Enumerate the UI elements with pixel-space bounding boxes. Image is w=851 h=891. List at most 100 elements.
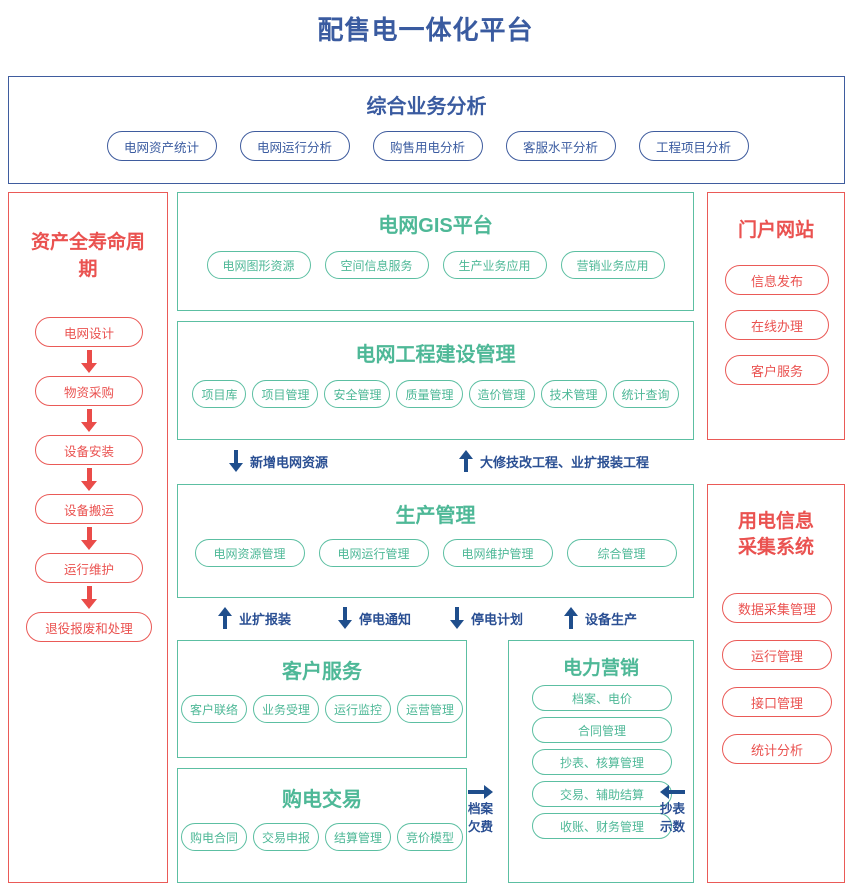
pill-statistical-analysis[interactable]: 统计分析	[722, 734, 832, 764]
pill-marketing-business-application[interactable]: 营销业务应用	[560, 251, 665, 279]
section-grid-gis-platform: 电网GIS平台 电网图形资源 空间信息服务 生产业务应用 营销业务应用	[177, 192, 694, 311]
pill-grid-resource-management[interactable]: 电网资源管理	[194, 539, 305, 567]
step-equipment-transport[interactable]: 设备搬运	[35, 494, 143, 524]
arrow-right-icon	[468, 785, 493, 799]
pill-grid-operation-management[interactable]: 电网运行管理	[318, 539, 429, 567]
arrow-left-icon	[660, 785, 685, 799]
section-title-power-marketing: 电力营销	[562, 658, 639, 679]
flow-archive-arrears: 档案 欠费	[468, 785, 493, 835]
portal-items: 信息发布 在线办理 客户服务	[708, 265, 846, 385]
marketing-items: 档案、电价 合同管理 抄表、核算管理 交易、辅助结算 收账、财务管理	[509, 685, 695, 839]
flow-equipment-production: 设备生产	[564, 607, 637, 629]
flow-label-business-expansion: 业扩报装	[239, 611, 292, 627]
section-customer-service: 客户服务 客户联络 业务受理 运行监控 运营管理	[177, 640, 467, 758]
pill-quality-management[interactable]: 质量管理	[396, 380, 463, 408]
pill-receivables-financial-management[interactable]: 收账、财务管理	[532, 813, 672, 839]
collection-title-line-1: 用电信息	[737, 511, 814, 532]
flow-label-equipment-production: 设备生产	[585, 611, 638, 627]
pill-information-release[interactable]: 信息发布	[725, 265, 829, 295]
section-asset-lifecycle: 资产全寿命周期 电网设计 物资采购 设备安装 设备搬运 运行维护 退役报废和处理	[8, 192, 168, 883]
section-grid-engineering-construction: 电网工程建设管理 项目库 项目管理 安全管理 质量管理 造价管理 技术管理 统计…	[177, 321, 694, 440]
production-items: 电网资源管理 电网运行管理 电网维护管理 综合管理	[178, 539, 693, 567]
pill-business-acceptance[interactable]: 业务受理	[252, 695, 319, 723]
pill-safety-management[interactable]: 安全管理	[324, 380, 391, 408]
section-comprehensive-analysis: 综合业务分析 电网资产统计 电网运行分析 购售用电分析 客服水平分析 工程项目分…	[8, 76, 845, 184]
pill-meter-reading-accounting[interactable]: 抄表、核算管理	[532, 749, 672, 775]
pill-project-library[interactable]: 项目库	[192, 380, 247, 408]
pill-cost-management[interactable]: 造价管理	[468, 380, 535, 408]
pill-online-handling[interactable]: 在线办理	[725, 310, 829, 340]
section-power-marketing: 电力营销 档案、电价 合同管理 抄表、核算管理 交易、辅助结算 收账、财务管理	[508, 640, 694, 883]
pill-trade-auxiliary-settlement[interactable]: 交易、辅助结算	[532, 781, 672, 807]
flow-label-archive: 档案	[468, 802, 494, 816]
pill-operation-management[interactable]: 运行管理	[722, 640, 832, 670]
pill-data-collection-management[interactable]: 数据采集管理	[722, 593, 832, 623]
flow-new-grid-resource: 新增电网资源	[229, 450, 328, 472]
section-title-comprehensive-analysis: 综合业务分析	[366, 96, 487, 118]
section-title-asset-lifecycle: 资产全寿命周期	[30, 232, 145, 280]
step-material-procurement[interactable]: 物资采购	[35, 376, 143, 406]
pill-purchase-sale-analysis[interactable]: 购售用电分析	[372, 131, 483, 161]
collection-title-line-2: 采集系统	[737, 537, 814, 558]
pill-project-management[interactable]: 项目管理	[252, 380, 319, 408]
collection-items: 数据采集管理 运行管理 接口管理 统计分析	[708, 593, 846, 764]
step-operation-maintenance[interactable]: 运行维护	[35, 553, 143, 583]
pill-archive-electricity-price[interactable]: 档案、电价	[532, 685, 672, 711]
step-decommission-scrap-disposal[interactable]: 退役报废和处理	[26, 612, 152, 642]
flow-label-overhaul-project: 大修技改工程、业扩报装工程	[480, 454, 650, 470]
arrow-down-icon	[81, 350, 97, 373]
pill-bidding-model[interactable]: 竞价模型	[397, 823, 464, 851]
arrow-down-icon	[81, 468, 97, 491]
section-portal-website: 门户网站 信息发布 在线办理 客户服务	[707, 192, 845, 440]
flow-outage-plan: 停电计划	[450, 607, 523, 629]
pill-customer-service-level-analysis[interactable]: 客服水平分析	[505, 131, 616, 161]
pill-operation-management[interactable]: 运营管理	[397, 695, 464, 723]
pill-settlement-management[interactable]: 结算管理	[325, 823, 392, 851]
flow-label-meter-reading: 抄表	[660, 802, 686, 816]
section-title-power-consumption-collection: 用电信息 采集系统	[708, 509, 844, 561]
pill-statistical-query[interactable]: 统计查询	[612, 380, 679, 408]
pill-engineering-project-analysis[interactable]: 工程项目分析	[638, 131, 749, 161]
pill-trade-declaration[interactable]: 交易申报	[252, 823, 319, 851]
pill-grid-asset-statistics[interactable]: 电网资产统计	[106, 131, 217, 161]
pill-purchase-contract[interactable]: 购电合同	[180, 823, 247, 851]
pill-technical-management[interactable]: 技术管理	[540, 380, 607, 408]
pill-grid-maintenance-management[interactable]: 电网维护管理	[442, 539, 553, 567]
gis-items: 电网图形资源 空间信息服务 生产业务应用 营销业务应用	[178, 251, 693, 279]
arrow-up-icon	[564, 607, 578, 629]
step-equipment-installation[interactable]: 设备安装	[35, 435, 143, 465]
section-power-purchase-trading: 购电交易 购电合同 交易申报 结算管理 竞价模型	[177, 768, 467, 883]
section-title-customer-service: 客户服务	[282, 661, 362, 683]
pill-contract-management[interactable]: 合同管理	[532, 717, 672, 743]
pill-spatial-information-service[interactable]: 空间信息服务	[324, 251, 429, 279]
arrow-down-icon	[450, 607, 464, 629]
section-title-power-purchase-trading: 购电交易	[282, 789, 362, 811]
flow-business-expansion: 业扩报装	[218, 607, 291, 629]
page-title: 配售电一体化平台	[317, 15, 534, 45]
pill-customer-service[interactable]: 客户服务	[725, 355, 829, 385]
flow-overhaul-project: 大修技改工程、业扩报装工程	[459, 450, 649, 472]
pill-interface-management[interactable]: 接口管理	[722, 687, 832, 717]
flow-label-arrears: 欠费	[468, 820, 494, 834]
flow-meter-reading-value: 抄表 示数	[660, 785, 685, 835]
pill-comprehensive-management[interactable]: 综合管理	[566, 539, 677, 567]
step-grid-design[interactable]: 电网设计	[35, 317, 143, 347]
pill-grid-graphic-resource[interactable]: 电网图形资源	[206, 251, 311, 279]
arrow-down-icon	[81, 586, 97, 609]
section-title-production-management: 生产管理	[395, 505, 476, 527]
pill-grid-operation-analysis[interactable]: 电网运行分析	[239, 131, 350, 161]
arrow-up-icon	[459, 450, 473, 472]
section-power-consumption-collection: 用电信息 采集系统 数据采集管理 运行管理 接口管理 统计分析	[707, 484, 845, 883]
flow-label-outage-notice: 停电通知	[359, 611, 412, 627]
customer-service-items: 客户联络 业务受理 运行监控 运营管理	[178, 695, 466, 723]
flow-label-new-grid-resource: 新增电网资源	[250, 454, 329, 470]
asset-lifecycle-flow: 电网设计 物资采购 设备安装 设备搬运 运行维护 退役报废和处理	[9, 317, 169, 642]
pill-operation-monitoring[interactable]: 运行监控	[325, 695, 392, 723]
pill-production-business-application[interactable]: 生产业务应用	[442, 251, 547, 279]
flow-label-outage-plan: 停电计划	[471, 611, 524, 627]
pill-customer-contact[interactable]: 客户联络	[180, 695, 247, 723]
arrow-down-icon	[229, 450, 243, 472]
flow-label-meter-value: 示数	[660, 820, 686, 834]
flow-outage-notice: 停电通知	[338, 607, 411, 629]
